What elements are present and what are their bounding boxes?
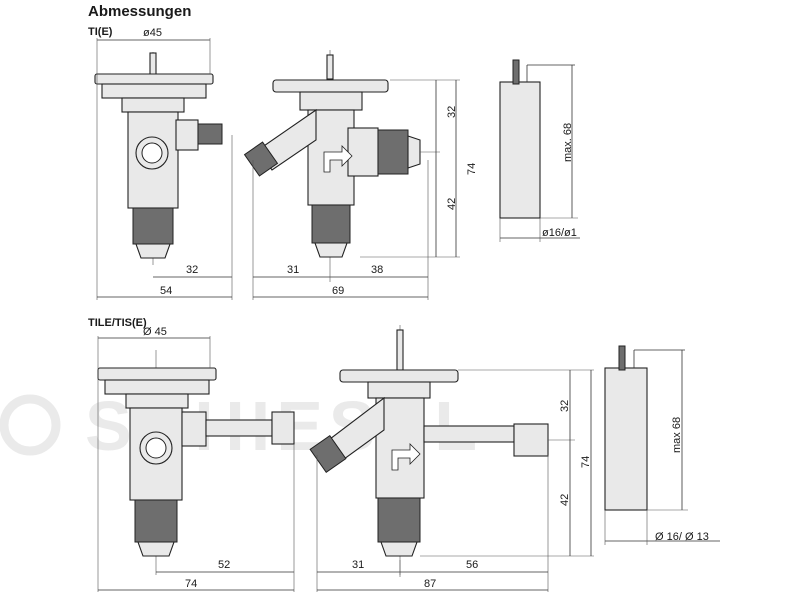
dim2-max-68: max 68: [671, 417, 683, 453]
dim-38: 38: [371, 264, 383, 276]
dim-max-68: max. 68: [562, 123, 574, 162]
dim-32: 32: [186, 264, 198, 276]
valve-side-view-1: [243, 50, 421, 265]
dim-74-vertical: 74: [466, 163, 478, 175]
dim2-74: 74: [185, 578, 197, 590]
dim2-31: 31: [352, 559, 364, 571]
valve-side-view-2: [309, 325, 549, 575]
valve-front-view-1: [94, 52, 223, 265]
section1-label: TI(E): [88, 26, 113, 38]
dim-69: 69: [332, 285, 344, 297]
dim2-74-vertical: 74: [580, 456, 592, 468]
dim-32-vertical: 32: [446, 106, 458, 118]
dim-54: 54: [160, 285, 172, 297]
dim2-32-vertical: 32: [559, 400, 571, 412]
dim2-56: 56: [466, 559, 478, 571]
dim2-bulb-diameter: Ø 16/ Ø 13: [655, 531, 709, 543]
sensor-bulb-2: [604, 345, 685, 511]
dim2-52: 52: [218, 559, 230, 571]
section2-label: TILE/TIS(E): [88, 317, 147, 329]
dim-31: 31: [287, 264, 299, 276]
valve-front-view-2: [97, 350, 295, 575]
dim-42-vertical: 42: [446, 198, 458, 210]
dim-diameter-45: ø45: [143, 27, 162, 39]
dim2-42-vertical: 42: [559, 494, 571, 506]
page-title: Abmessungen: [88, 3, 192, 20]
dim2-diameter-45: Ø 45: [143, 326, 167, 338]
dim2-87: 87: [424, 578, 436, 590]
dim-bulb-diameter: ø16/ø1: [542, 227, 577, 239]
sensor-bulb-1: [499, 59, 575, 219]
